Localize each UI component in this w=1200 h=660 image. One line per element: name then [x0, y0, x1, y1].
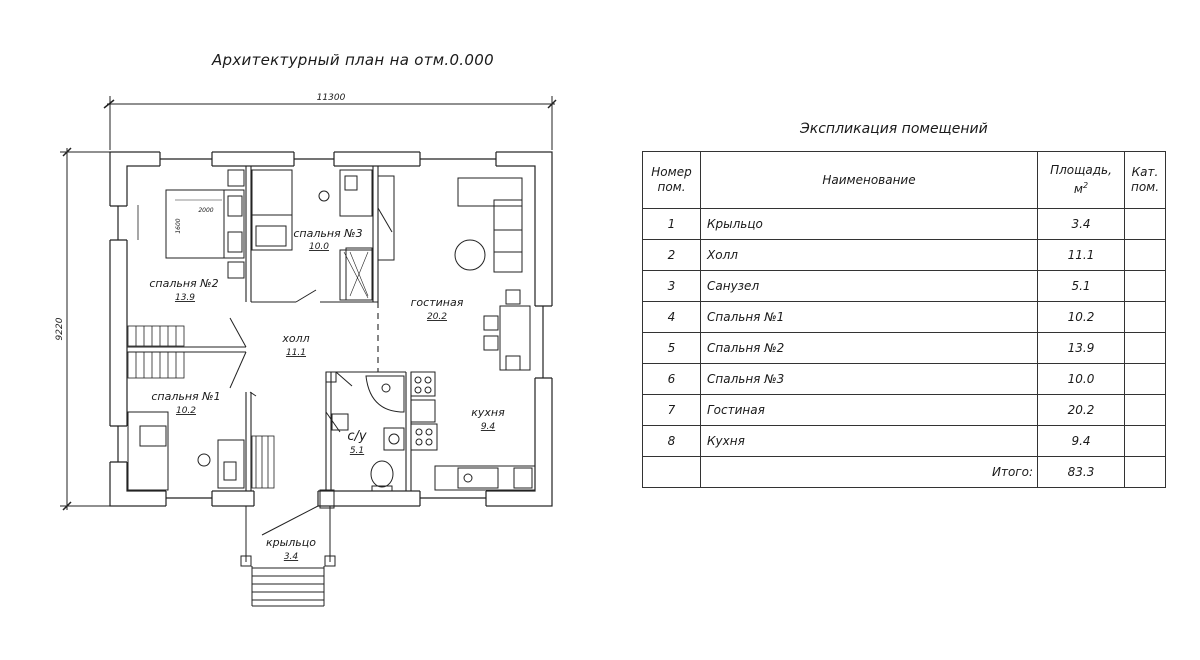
bed-length-label: 2000 [198, 207, 213, 214]
doors [229, 207, 393, 433]
header-area: Площадь, м2 [1037, 151, 1125, 209]
room-bedroom-1-area: 10.2 [176, 406, 196, 416]
room-kitchen-name: кухня [471, 406, 505, 419]
bed-bedroom-2 [137, 169, 245, 279]
row-name: Кухня [700, 425, 1038, 457]
table-row: 7 Гостиная 20.2 [642, 394, 1166, 426]
kitchen-furniture [410, 371, 536, 491]
row-name: Крыльцо [700, 208, 1038, 240]
room-bedroom-2-name: спальня №2 [149, 277, 218, 290]
header-category-line2: пом. [1130, 180, 1160, 194]
table-row: 6 Спальня №3 10.0 [642, 363, 1166, 395]
row-area: 13.9 [1037, 332, 1125, 364]
room-hall-area: 11.1 [286, 348, 306, 358]
room-kitchen-area: 9.4 [481, 422, 496, 432]
row-area: 20.2 [1037, 394, 1125, 426]
table-total-row: Итого: 83.3 [642, 456, 1166, 488]
room-bathroom-name: с/у [347, 429, 367, 444]
row-category [1124, 394, 1166, 426]
room-living-name: гостиная [411, 296, 464, 309]
row-number: 5 [642, 332, 701, 364]
room-hall-name: холл [281, 332, 309, 345]
bathroom-fixtures [331, 375, 405, 492]
row-area: 10.0 [1037, 363, 1125, 395]
dimension-width-line [103, 96, 557, 150]
row-area: 9.4 [1037, 425, 1125, 457]
room-bathroom-area: 5.1 [350, 446, 364, 456]
header-number-line1: Номер [651, 165, 692, 179]
row-area: 5.1 [1037, 270, 1125, 302]
room-porch-name: крыльцо [266, 536, 316, 549]
total-label: Итого: [700, 456, 1038, 488]
row-name: Санузел [700, 270, 1038, 302]
exterior-walls [108, 150, 554, 508]
dimension-height-label: 9220 [55, 317, 65, 340]
total-number [642, 456, 701, 488]
room-living-area: 20.2 [427, 312, 447, 322]
row-category [1124, 239, 1166, 271]
room-bedroom-1-name: спальня №1 [151, 390, 220, 403]
room-bedroom-2-area: 13.9 [175, 293, 195, 303]
row-category [1124, 301, 1166, 333]
explication-title: Экспликация помещений [800, 121, 988, 137]
row-number: 6 [642, 363, 701, 395]
header-number-line2: пом. [657, 180, 686, 194]
room-porch-area: 3.4 [284, 552, 299, 562]
row-category [1124, 363, 1166, 395]
floor-plan-drawing: 11300 9220 2000 1600 спальня №3 10.0 спа… [55, 93, 557, 607]
row-category [1124, 270, 1166, 302]
header-number: Номер пом. [642, 151, 701, 209]
row-number: 4 [642, 301, 701, 333]
table-row: 1 Крыльцо 3.4 [642, 208, 1166, 240]
row-category [1124, 425, 1166, 457]
porch [240, 489, 336, 607]
room-bedroom-3-area: 10.0 [309, 242, 329, 252]
table-header-row: Номер пом. Наименование Площадь, м2 Кат.… [642, 151, 1166, 209]
header-category-line1: Кат. [1131, 165, 1159, 179]
table-row: 3 Санузел 5.1 [642, 270, 1166, 302]
row-category [1124, 208, 1166, 240]
furniture-bedroom-1 [127, 411, 245, 491]
row-number: 8 [642, 425, 701, 457]
table-row: 2 Холл 11.1 [642, 239, 1166, 271]
row-area: 11.1 [1037, 239, 1125, 271]
row-number: 1 [642, 208, 701, 240]
header-area-line2: м2 [1038, 178, 1124, 197]
furniture-bedroom-3 [251, 169, 373, 301]
row-name: Спальня №3 [700, 363, 1038, 395]
header-area-sup: 2 [1082, 181, 1089, 190]
row-name: Гостиная [700, 394, 1038, 426]
total-value: 83.3 [1037, 456, 1125, 488]
total-category [1124, 456, 1166, 488]
row-number: 3 [642, 270, 701, 302]
row-name: Холл [700, 239, 1038, 271]
wardrobes [127, 325, 275, 489]
table-row: 5 Спальня №2 13.9 [642, 332, 1166, 364]
row-area: 3.4 [1037, 208, 1125, 240]
living-room-furniture [345, 175, 531, 371]
room-bedroom-3-name: спальня №3 [293, 227, 362, 240]
header-area-unit: м [1073, 182, 1083, 196]
row-number: 2 [642, 239, 701, 271]
row-area: 10.2 [1037, 301, 1125, 333]
row-name: Спальня №2 [700, 332, 1038, 364]
table-row: 4 Спальня №1 10.2 [642, 301, 1166, 333]
explication-table: Номер пом. Наименование Площадь, м2 Кат.… [642, 151, 1166, 488]
dimension-width-label: 11300 [317, 93, 346, 103]
bed-width-label: 1600 [175, 218, 182, 233]
row-number: 7 [642, 394, 701, 426]
header-name: Наименование [700, 151, 1038, 209]
plan-title: Архитектурный план на отм.0.000 [212, 51, 494, 69]
room-labels: 11300 9220 2000 1600 спальня №3 10.0 спа… [55, 93, 505, 562]
dimension-height-line [60, 147, 110, 511]
header-area-line1: Площадь, [1050, 163, 1112, 177]
row-name: Спальня №1 [700, 301, 1038, 333]
row-category [1124, 332, 1166, 364]
header-category: Кат. пом. [1124, 151, 1166, 209]
table-row: 8 Кухня 9.4 [642, 425, 1166, 457]
